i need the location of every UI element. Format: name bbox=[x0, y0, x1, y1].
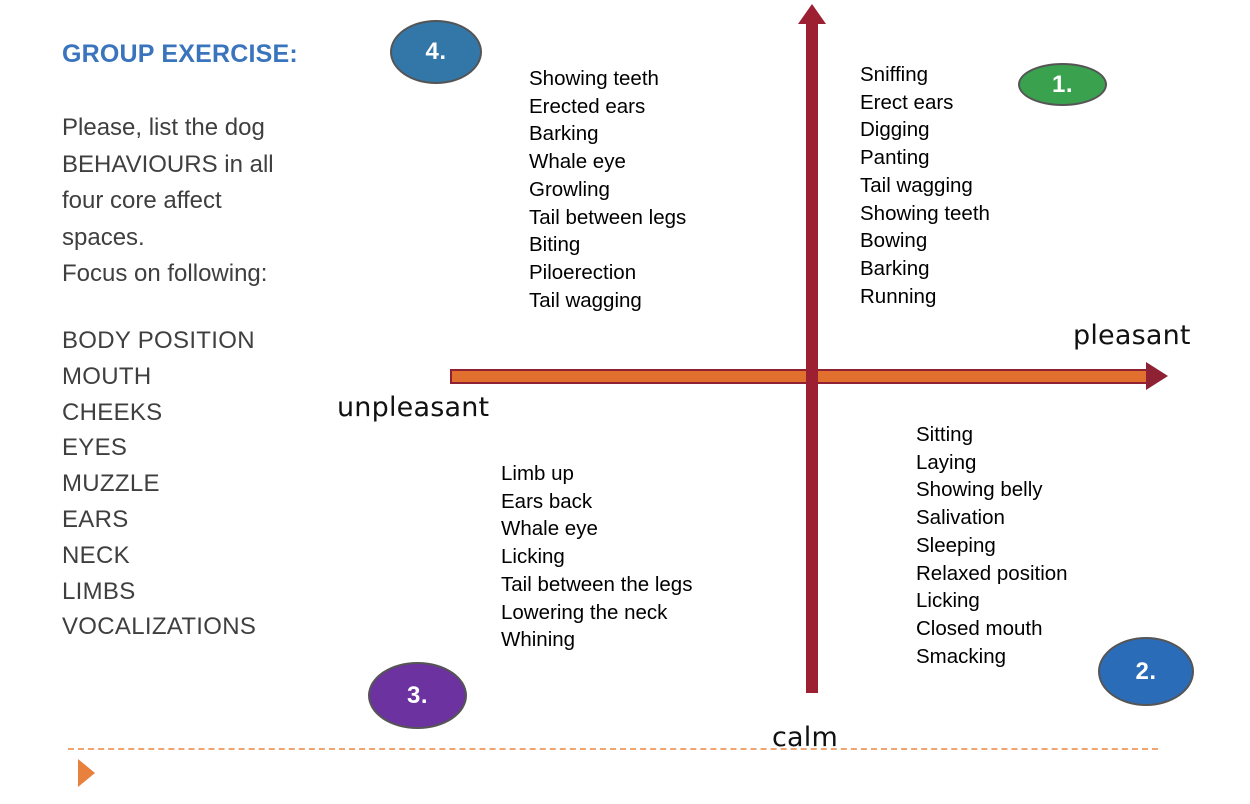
quadrant-1-behaviour-list: Sniffing Erect ears Digging Panting Tail… bbox=[860, 61, 990, 310]
behaviour-item: Growling bbox=[529, 177, 610, 201]
behaviour-item: Ears back bbox=[501, 489, 593, 513]
focus-list-item: VOCALIZATIONS bbox=[62, 613, 257, 641]
behaviour-item: Sniffing bbox=[860, 63, 929, 86]
quadrant-badge-2: 2. bbox=[1098, 637, 1194, 706]
behaviour-item: Showing teeth bbox=[529, 67, 659, 90]
behaviour-item: Barking bbox=[529, 122, 599, 146]
behaviour-item: Smacking bbox=[916, 644, 1007, 668]
behaviour-item: Tail wagging bbox=[529, 288, 642, 312]
page-title: GROUP EXERCISE: bbox=[62, 40, 298, 68]
focus-list-item: EYES bbox=[62, 434, 128, 462]
behaviour-item: Sitting bbox=[916, 423, 973, 446]
axis-label-calm: calm bbox=[772, 722, 838, 753]
footer-dashed-divider bbox=[68, 748, 1158, 750]
behaviour-item: Whining bbox=[501, 628, 576, 652]
vertical-axis-bar bbox=[806, 22, 818, 693]
focus-list-item: EARS bbox=[62, 505, 129, 533]
focus-list-item: MOUTH bbox=[62, 362, 152, 390]
instruction-line: BEHAVIOURS in all bbox=[62, 150, 274, 178]
behaviour-item: Licking bbox=[501, 545, 565, 569]
focus-list-item: MUZZLE bbox=[62, 470, 160, 498]
behaviour-item: Limb up bbox=[501, 462, 574, 485]
behaviour-item: Piloerection bbox=[529, 260, 637, 284]
instruction-line: Focus on following: bbox=[62, 260, 268, 287]
quadrant-badge-4: 4. bbox=[390, 20, 482, 84]
focus-list-item: BODY POSITION bbox=[62, 327, 255, 354]
behaviour-item: Laying bbox=[916, 450, 977, 474]
behaviour-item: Salivation bbox=[916, 506, 1005, 530]
behaviour-item: Whale eye bbox=[529, 150, 626, 174]
focus-list-item: LIMBS bbox=[62, 577, 136, 605]
behaviour-item: Closed mouth bbox=[916, 616, 1043, 640]
focus-list-item: CHEEKS bbox=[62, 398, 163, 426]
behaviour-item: Panting bbox=[860, 146, 930, 170]
quadrant-badge-3: 3. bbox=[368, 662, 467, 729]
quadrant-4-behaviour-list: Showing teeth Erected ears Barking Whale… bbox=[529, 65, 686, 314]
instruction-line: spaces. bbox=[62, 223, 145, 251]
behaviour-item: Erect ears bbox=[860, 90, 954, 114]
behaviour-item: Tail between the legs bbox=[501, 572, 693, 596]
behaviour-item: Barking bbox=[860, 256, 930, 280]
focus-list-item: NECK bbox=[62, 541, 130, 569]
behaviour-item: Whale eye bbox=[501, 517, 598, 541]
axis-label-unpleasant: unpleasant bbox=[337, 392, 490, 423]
behaviour-item: Running bbox=[860, 284, 937, 308]
horizontal-axis-arrowhead-icon bbox=[1146, 362, 1168, 390]
horizontal-axis-bar bbox=[450, 369, 1150, 384]
behaviour-item: Biting bbox=[529, 233, 581, 257]
behaviour-item: Licking bbox=[916, 589, 980, 613]
behaviour-item: Digging bbox=[860, 118, 930, 142]
behaviour-item: Showing teeth bbox=[860, 201, 990, 225]
behaviour-item: Erected ears bbox=[529, 94, 646, 118]
behaviour-item: Bowing bbox=[860, 229, 928, 253]
behaviour-item: Tail wagging bbox=[860, 173, 973, 197]
instruction-line: Please, list the dog bbox=[62, 114, 265, 141]
behaviour-item: Sleeping bbox=[916, 533, 996, 557]
instruction-line: four core affect bbox=[62, 187, 222, 214]
axis-label-pleasant: pleasant bbox=[1073, 320, 1191, 351]
quadrant-badge-1: 1. bbox=[1018, 63, 1107, 106]
play-triangle-icon bbox=[78, 759, 95, 787]
quadrant-2-behaviour-list: Sitting Laying Showing belly Salivation … bbox=[916, 421, 1068, 670]
focus-areas-list: BODY POSITION MOUTH CHEEKS EYES MUZZLE E… bbox=[62, 323, 256, 645]
behaviour-item: Tail between legs bbox=[529, 205, 687, 229]
behaviour-item: Showing belly bbox=[916, 478, 1043, 502]
behaviour-item: Relaxed position bbox=[916, 561, 1068, 585]
behaviour-item: Lowering the neck bbox=[501, 600, 668, 624]
instructions-paragraph: Please, list the dog BEHAVIOURS in all f… bbox=[62, 110, 324, 293]
vertical-axis-arrowhead-icon bbox=[798, 4, 826, 24]
quadrant-3-behaviour-list: Limb up Ears back Whale eye Licking Tail… bbox=[501, 460, 692, 654]
